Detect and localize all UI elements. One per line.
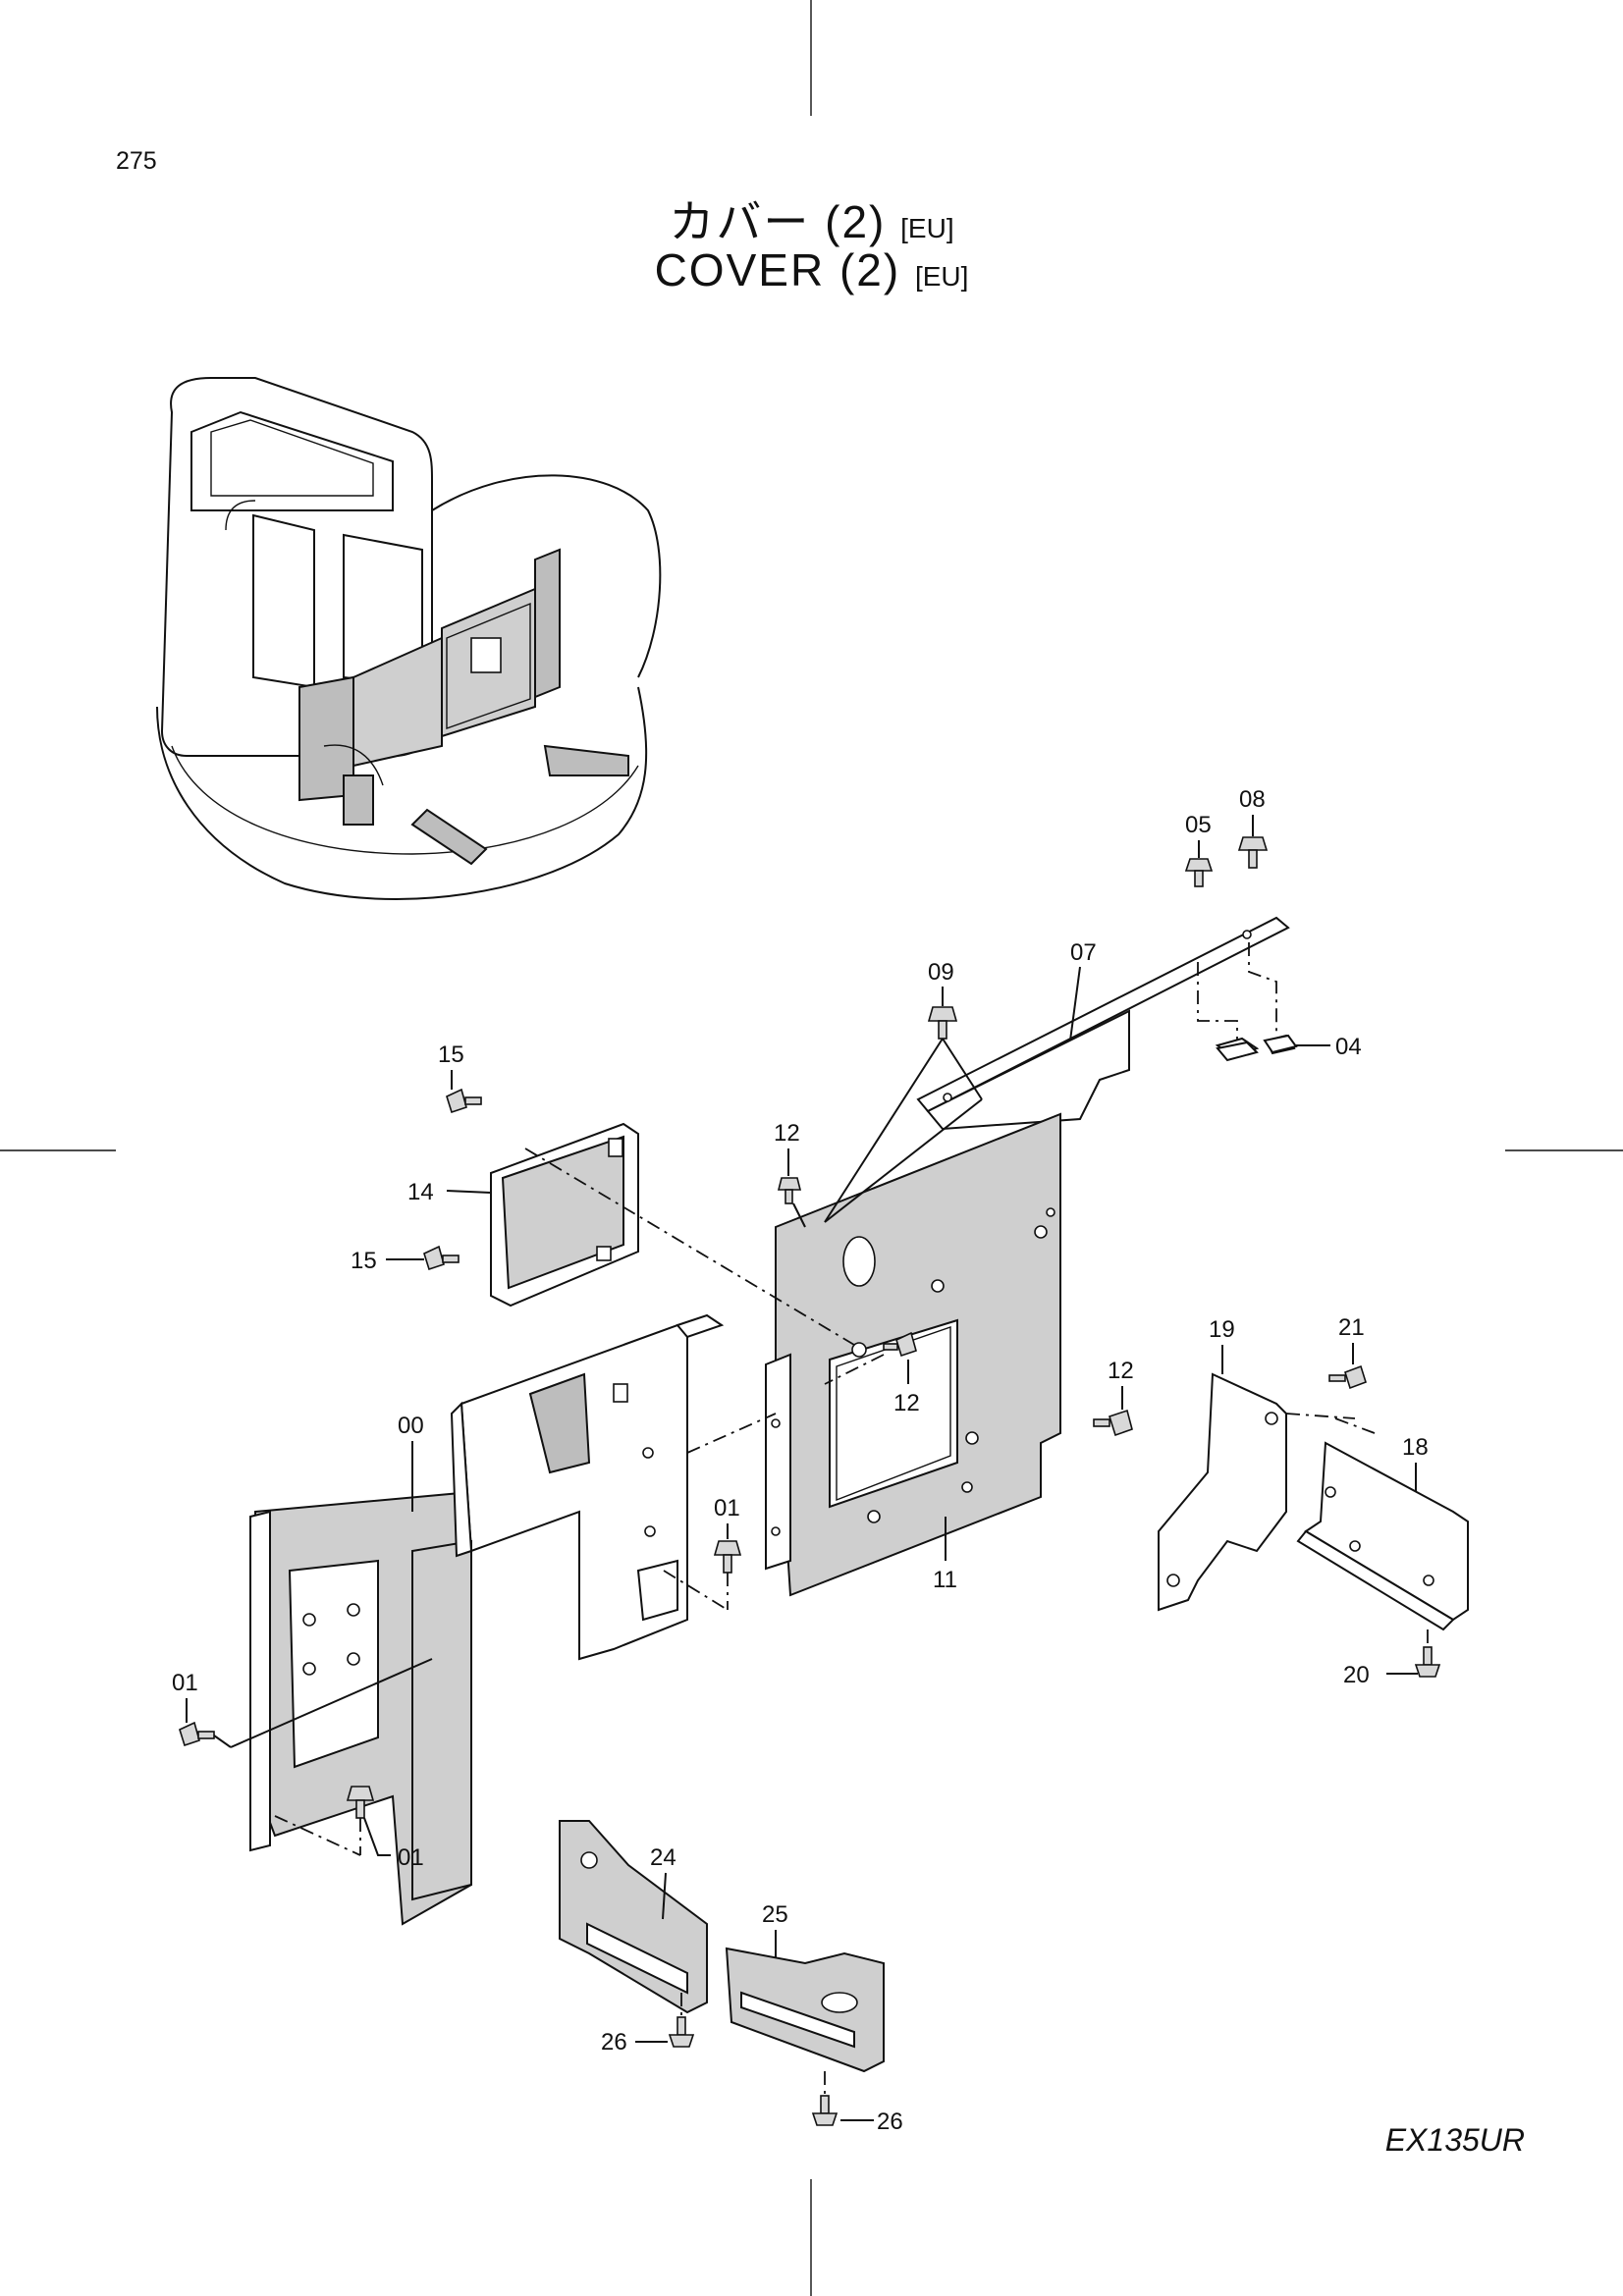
callout-12-upper: 12 bbox=[774, 1120, 800, 1147]
model-number: EX135UR bbox=[1384, 2122, 1525, 2158]
part-14-small-cover bbox=[490, 1122, 639, 1308]
part-25-block bbox=[725, 1947, 885, 2073]
part-24-block bbox=[559, 1820, 708, 2014]
callout-26-upper: 26 bbox=[601, 2029, 627, 2056]
part-00-left-cover bbox=[249, 1313, 725, 1926]
callout-07: 07 bbox=[1070, 939, 1097, 966]
callout-11: 11 bbox=[933, 1567, 957, 1593]
callout-01-bottom: 01 bbox=[398, 1844, 424, 1871]
bolts bbox=[179, 836, 1441, 2126]
callout-labels: 08 05 09 07 04 15 14 15 12 12 12 19 21 1… bbox=[172, 786, 1429, 2135]
callout-08: 08 bbox=[1239, 786, 1266, 813]
title-english: COVER (2) [EU] bbox=[0, 243, 1623, 296]
callout-04: 04 bbox=[1335, 1034, 1362, 1060]
callout-26-lower: 26 bbox=[877, 2109, 903, 2135]
callout-20: 20 bbox=[1343, 1662, 1370, 1688]
callout-12-middle: 12 bbox=[893, 1390, 920, 1416]
machine-location-view bbox=[156, 377, 662, 900]
part-07-long-bracket bbox=[916, 916, 1296, 1131]
part-19-bracket bbox=[1158, 1372, 1287, 1612]
callout-09: 09 bbox=[928, 959, 954, 986]
callout-18: 18 bbox=[1402, 1434, 1429, 1461]
page-number: 275 bbox=[116, 147, 157, 175]
alignment-lines bbox=[274, 1148, 1429, 2096]
title-japanese: カバー (2) [EU] bbox=[0, 187, 1623, 251]
callout-00: 00 bbox=[398, 1413, 424, 1439]
part-11-main-plate bbox=[765, 1112, 1061, 1597]
callout-15-lower: 15 bbox=[351, 1248, 377, 1274]
callout-21: 21 bbox=[1338, 1314, 1365, 1341]
callout-01-middle: 01 bbox=[714, 1495, 740, 1522]
callout-15-top: 15 bbox=[438, 1041, 464, 1068]
leader-lines bbox=[186, 815, 1418, 2121]
part-04-clips bbox=[1216, 1034, 1298, 1062]
title-japanese-text: カバー (2) bbox=[669, 196, 887, 247]
callout-05: 05 bbox=[1185, 812, 1212, 838]
callout-25: 25 bbox=[762, 1901, 788, 1928]
title-region-tag: [EU] bbox=[914, 261, 969, 292]
callout-24: 24 bbox=[650, 1844, 676, 1871]
callout-12-right: 12 bbox=[1108, 1358, 1134, 1384]
callout-01-left: 01 bbox=[172, 1670, 198, 1696]
part-18-bracket bbox=[1296, 1441, 1469, 1631]
callout-14: 14 bbox=[407, 1179, 434, 1205]
title-region-tag: [EU] bbox=[900, 213, 954, 243]
callout-19: 19 bbox=[1209, 1316, 1235, 1343]
title-english-text: COVER (2) bbox=[654, 244, 901, 295]
